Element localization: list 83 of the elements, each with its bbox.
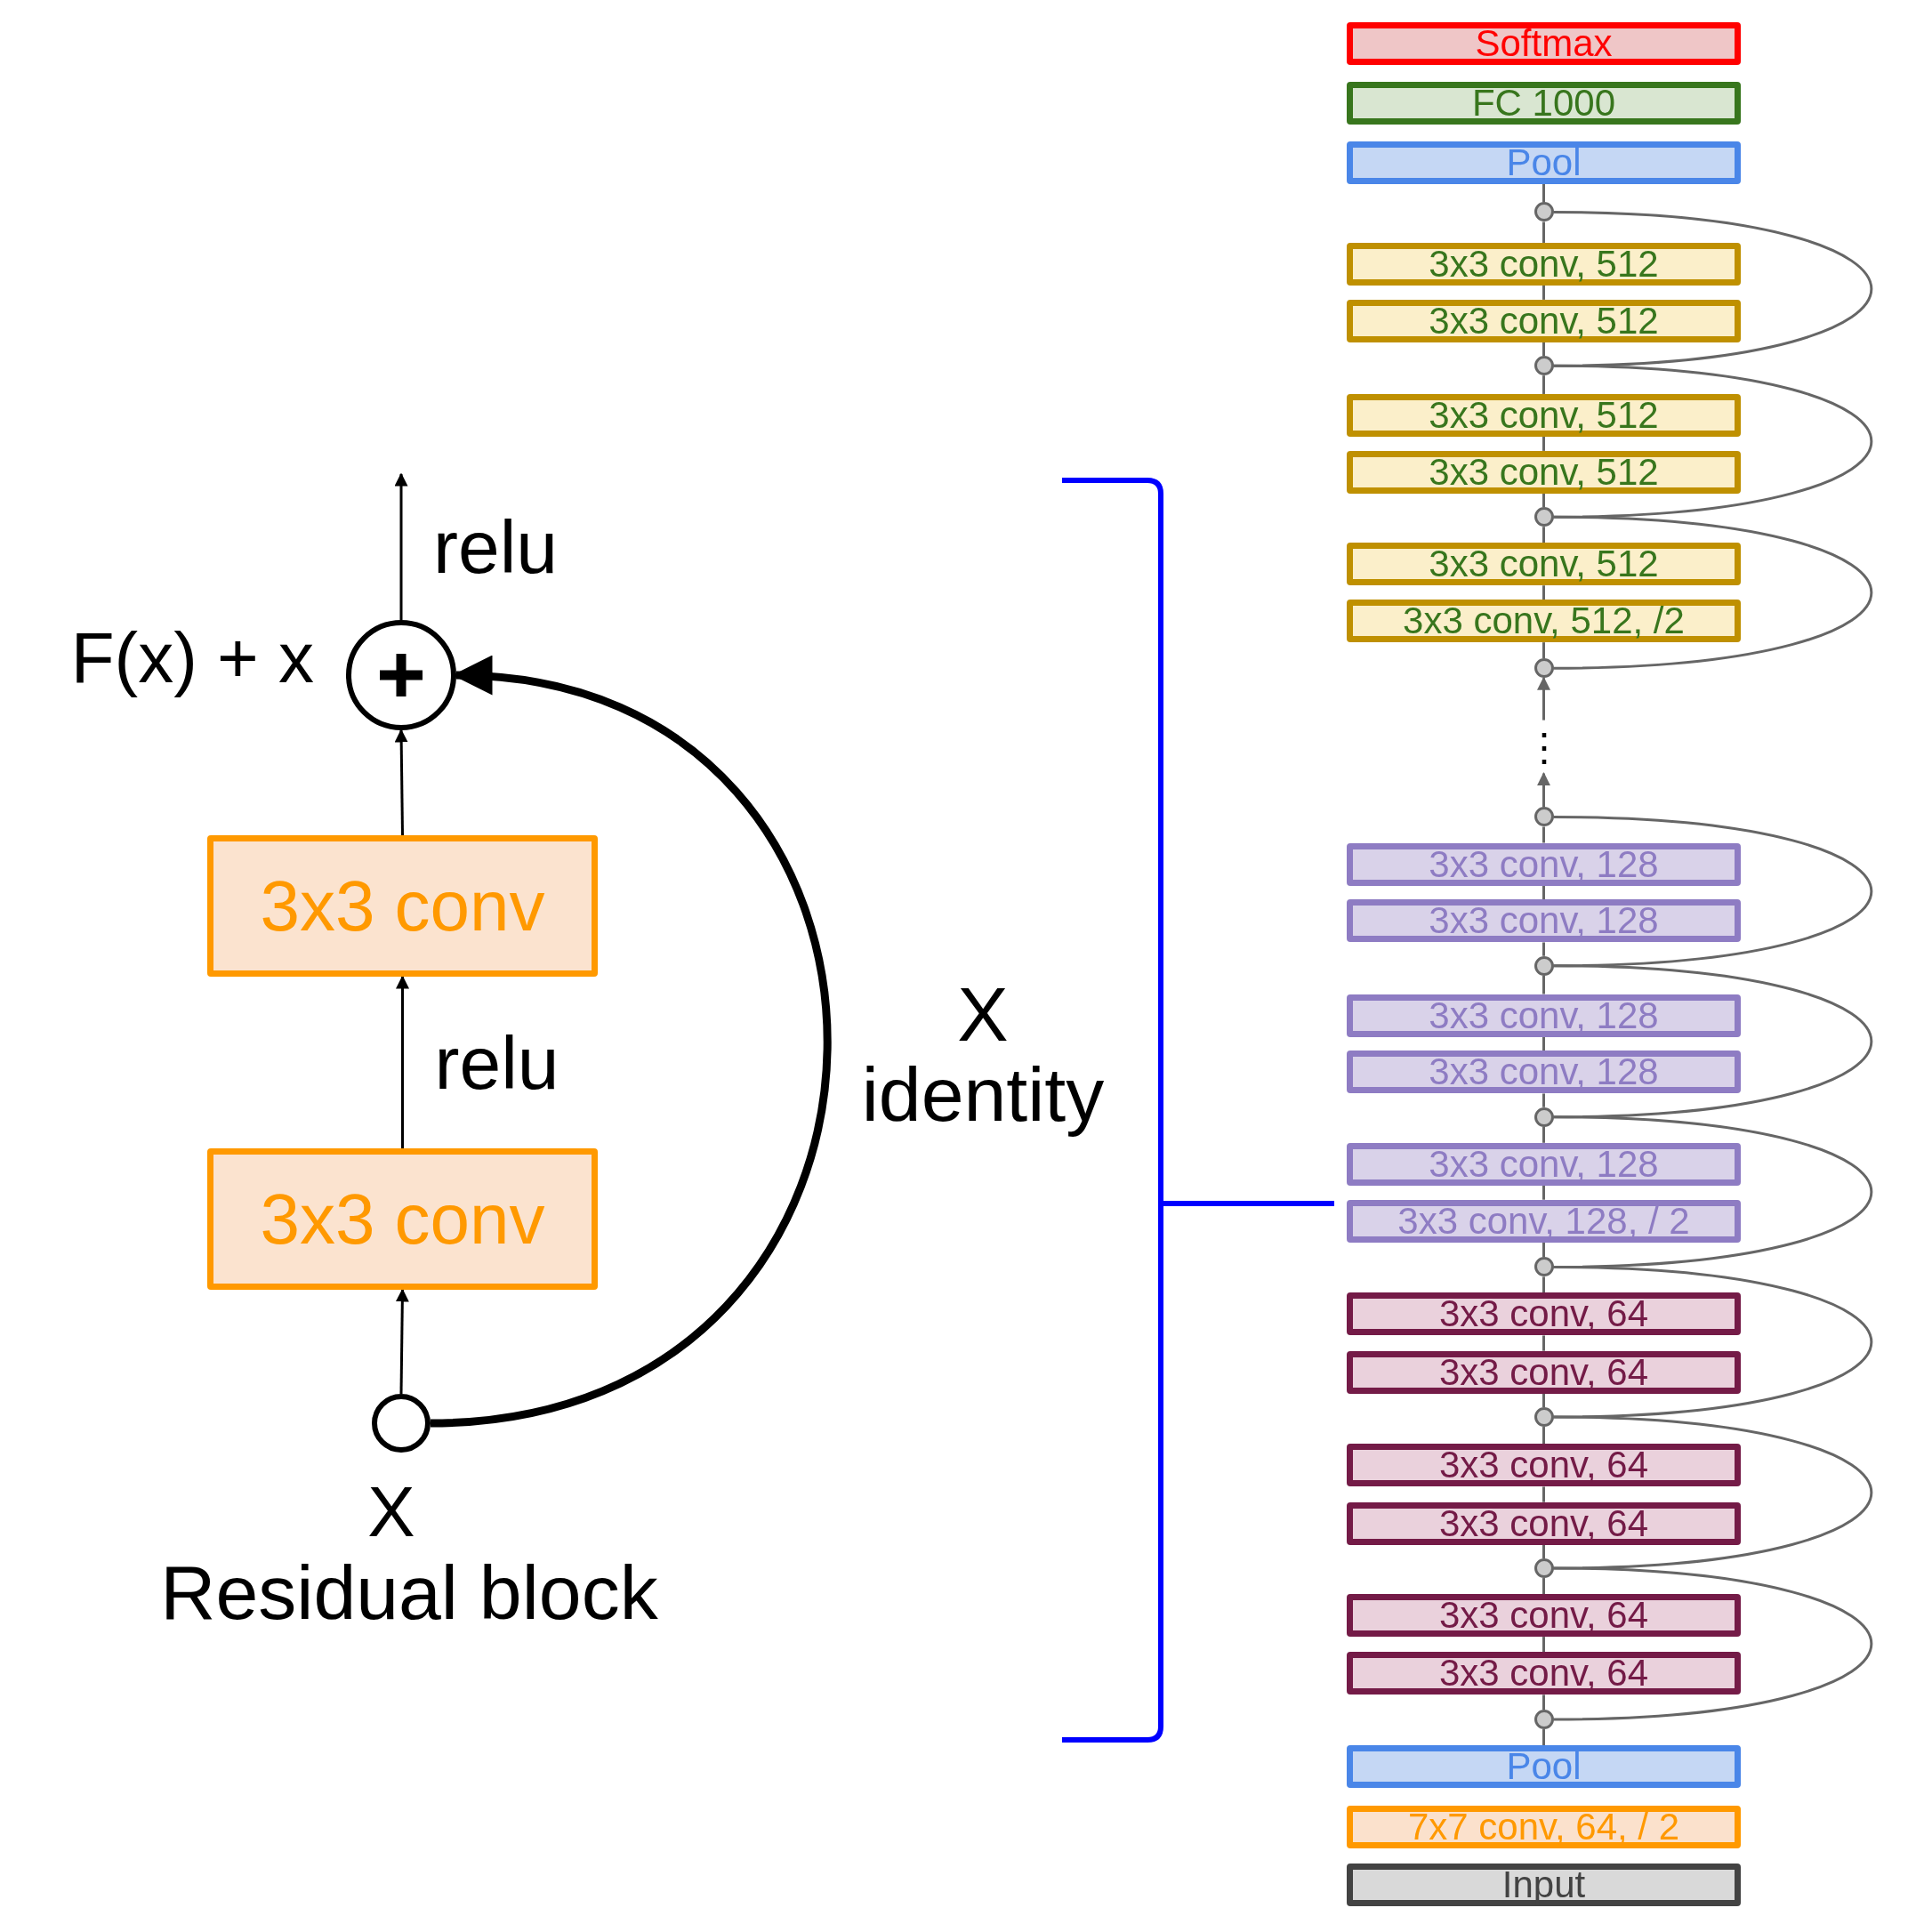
connector-line	[1542, 1126, 1545, 1143]
junction-dot	[1534, 1107, 1554, 1127]
layer-box: Softmax	[1347, 22, 1741, 66]
arrow	[394, 729, 408, 836]
connector-line	[1542, 1185, 1545, 1200]
layer-box: 3x3 conv, 64	[1347, 1652, 1741, 1695]
connector-line	[1542, 1427, 1545, 1445]
connector-line	[1542, 1393, 1545, 1408]
junction-dot	[1534, 507, 1554, 527]
connector-line	[1542, 285, 1545, 300]
layer-box: 3x3 conv, 512, /2	[1347, 600, 1741, 643]
connector-line	[1542, 642, 1545, 659]
arrow	[394, 472, 408, 620]
skip-connection	[1553, 364, 1872, 519]
connector-line	[1542, 221, 1545, 243]
skip-connection	[1553, 816, 1872, 968]
arrow	[396, 975, 409, 1148]
layer-box: 3x3 conv, 64	[1347, 1292, 1741, 1336]
connector-line	[1542, 1276, 1545, 1293]
layer-box: 3x3 conv, 64	[1347, 1594, 1741, 1638]
connector-line	[1542, 885, 1545, 900]
skip-connection	[1553, 964, 1872, 1119]
connector-line	[1542, 1036, 1545, 1051]
layer-box: Pool	[1347, 1745, 1741, 1789]
connector-line	[1542, 493, 1545, 508]
input-label: X	[366, 1477, 416, 1548]
connector-line	[1542, 1335, 1545, 1351]
skip-connection	[1553, 1115, 1872, 1268]
connector-line	[1542, 1695, 1545, 1711]
skip-connection	[1553, 1415, 1872, 1570]
connector-line	[1542, 527, 1545, 543]
layer-box: 3x3 conv, 128	[1347, 1051, 1741, 1094]
connector-line	[1542, 1544, 1545, 1559]
layer-box: FC 1000	[1347, 82, 1741, 125]
caption-text: Residual block	[159, 1552, 659, 1633]
layer-box: Pool	[1347, 141, 1741, 184]
connector-line	[1542, 342, 1545, 357]
arrow	[395, 1288, 409, 1395]
junction-dot	[1534, 1710, 1554, 1730]
skip-connection	[1553, 211, 1872, 367]
layer-box: 3x3 conv, 128	[1347, 899, 1741, 943]
layer-box: 3x3 conv, 128	[1347, 1142, 1741, 1186]
layer-box: 3x3 conv, 512	[1347, 242, 1741, 286]
connector-line	[1542, 1093, 1545, 1107]
connector-line	[1542, 1486, 1545, 1502]
connector-line	[1542, 183, 1545, 203]
connector-line	[1542, 1242, 1545, 1258]
connector-line	[1542, 975, 1545, 994]
connector-line	[1542, 436, 1545, 451]
layer-box: 3x3 conv, 128	[1347, 994, 1741, 1037]
connector-line	[1542, 585, 1545, 600]
connector-line	[1542, 375, 1545, 394]
layer-box: 3x3 conv, 64	[1347, 1501, 1741, 1545]
layer-box: Input	[1347, 1864, 1741, 1907]
arrow	[1537, 772, 1550, 808]
arrow	[1537, 676, 1550, 720]
layer-box: 3x3 conv, 512	[1347, 393, 1741, 437]
skip-connection	[1553, 1265, 1872, 1419]
junction-dot	[1534, 356, 1554, 376]
layer-box: 3x3 conv, 64	[1347, 1350, 1741, 1394]
skip-connection	[1553, 1566, 1872, 1721]
annotation-text: X identity	[860, 974, 1106, 1135]
layer-box: 3x3 conv, 512	[1347, 543, 1741, 586]
connector-line	[1542, 1578, 1545, 1595]
connector-line	[1542, 1729, 1545, 1746]
connector-line	[1542, 942, 1545, 956]
layer-box: 7x7 conv, 64, / 2	[1347, 1806, 1741, 1849]
layer-box: 3x3 conv, 512	[1347, 299, 1741, 342]
junction-dot	[1534, 658, 1554, 679]
connector-line	[1542, 826, 1545, 843]
layer-box: 3x3 conv, 512	[1347, 450, 1741, 494]
connector-line	[1542, 1637, 1545, 1653]
junction-dot	[1534, 1407, 1554, 1428]
junction-dot	[1534, 1257, 1554, 1277]
skip-connection	[1553, 515, 1872, 670]
junction-dot	[1534, 1558, 1554, 1579]
junction-dot	[1534, 202, 1554, 222]
layer-box: 3x3 conv, 128, / 2	[1347, 1199, 1741, 1243]
layer-box: 3x3 conv, 128	[1347, 842, 1741, 886]
layer-box: 3x3 conv, 64	[1347, 1444, 1741, 1487]
junction-dot	[1534, 955, 1554, 976]
junction-dot	[1534, 807, 1554, 827]
ellipsis: ⋮	[1525, 720, 1562, 774]
